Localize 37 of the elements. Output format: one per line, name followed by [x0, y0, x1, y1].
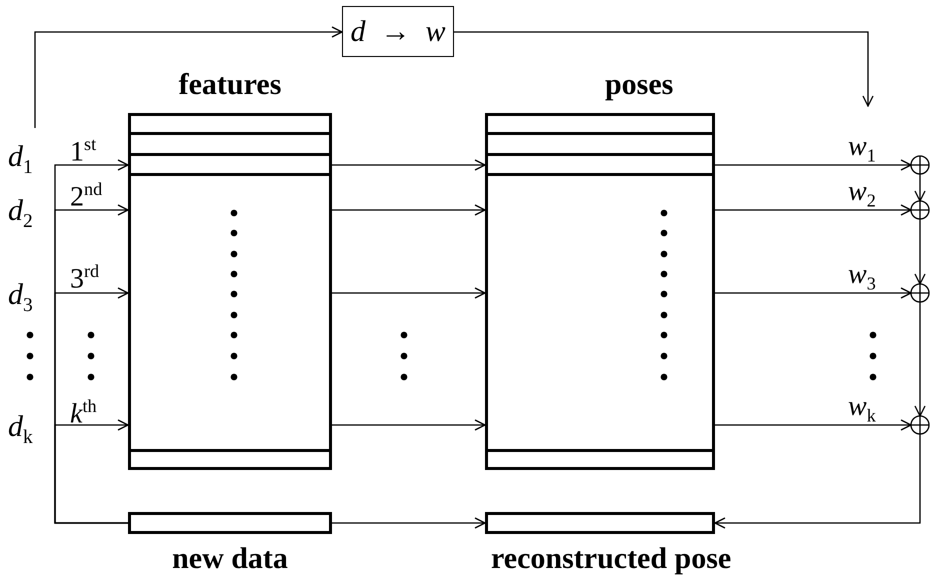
- variable-label: d$_{k}$: [8, 412, 33, 448]
- edge-label: 2$^{nd}$: [70, 180, 102, 212]
- arrow: [332, 287, 486, 299]
- process-box: d → w: [342, 6, 454, 57]
- variable-label: d$_{3}$: [8, 280, 33, 316]
- arrow: [715, 159, 912, 171]
- arrow: [914, 219, 926, 285]
- sum-junction-icon: [910, 200, 930, 220]
- edge-label: w$_{k}$: [848, 393, 876, 425]
- sum-junction-icon: [910, 415, 930, 435]
- variable-label: d$_{1}$: [8, 128, 48, 174]
- arrow: [715, 204, 912, 216]
- matrix-heading: poses: [605, 70, 674, 100]
- arrow: [454, 31, 874, 107]
- matrix-heading: new data: [171, 544, 289, 574]
- sum-junction-icon: [910, 283, 930, 303]
- arrow: [714, 434, 921, 529]
- arrow: [332, 419, 486, 431]
- arrow: [914, 302, 926, 417]
- edge-label: w$_{1}$: [848, 133, 876, 165]
- arrow: [715, 287, 912, 299]
- edge-label: w$_{3}$: [848, 261, 876, 293]
- arrow: [332, 159, 486, 171]
- edge-label: 1$^{st}$: [70, 135, 96, 166]
- matrix-heading: reconstructed pose: [491, 544, 732, 574]
- arrow: [914, 174, 926, 202]
- arrow: [715, 419, 912, 431]
- matrix-heading: features: [178, 70, 282, 100]
- edge-label: w$_{2}$: [848, 178, 876, 210]
- arrow: [332, 517, 486, 529]
- edge-label: 3$^{rd}$: [70, 262, 100, 294]
- arrow: [332, 204, 486, 216]
- sum-junction-icon: [910, 155, 930, 175]
- edge-label: k$^{th}$: [70, 397, 97, 428]
- arrow: [54, 419, 129, 524]
- arrow: [34, 26, 343, 128]
- variable-label: d$_{2}$: [8, 196, 33, 232]
